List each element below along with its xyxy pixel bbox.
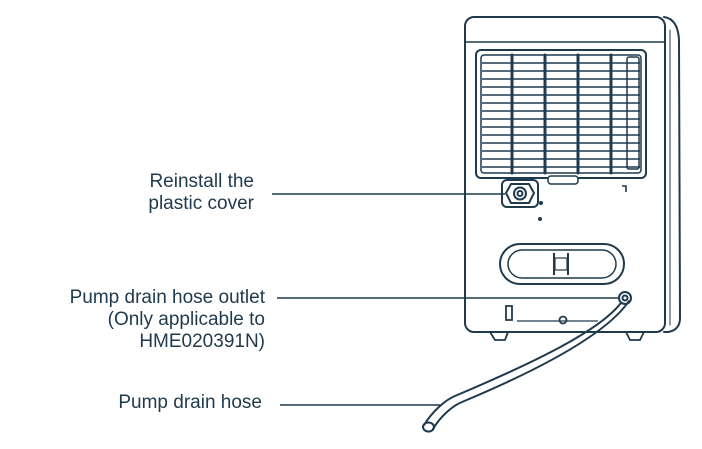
caster-right [625,331,645,341]
label-line: Pump drain hose [118,392,262,413]
grille-slats [482,62,640,168]
label-line: HME020391N) [139,331,265,352]
filter-tab [626,56,640,170]
bottom-clip-left [505,305,513,321]
label-line: Pump drain hose outlet [69,287,265,308]
label-pump-drain-hose: Pump drain hose [118,392,262,414]
label-line: plastic cover [148,193,254,214]
pump-drain-hose [422,300,630,433]
plastic-cover [501,179,539,208]
label-line: (Only applicable to [107,309,265,330]
base-screw [558,315,568,325]
screw-dot [539,201,543,205]
label-line: Reinstall the [149,171,254,192]
caster-left [489,331,509,341]
label-reinstall-plastic-cover: Reinstall the plastic cover [148,171,254,215]
handle-recess [499,243,625,285]
unit-side-panel [663,16,681,333]
screw-dot [538,217,542,221]
label-pump-drain-hose-outlet: Pump drain hose outlet (Only applicable … [70,287,265,353]
unit-body [464,16,666,333]
